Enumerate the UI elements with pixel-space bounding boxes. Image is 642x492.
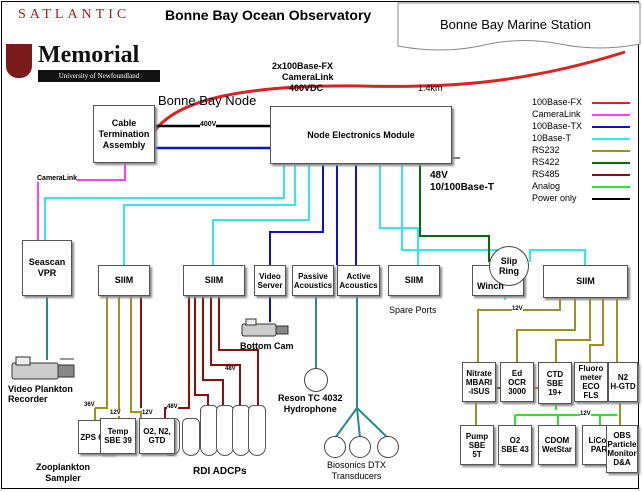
cable-label-2: CameraLink <box>282 72 334 82</box>
net-label: 10/100Base-T <box>430 182 494 193</box>
rdi-label: RDI ADCPs <box>193 466 247 477</box>
station-label: Bonne Bay Marine Station <box>440 17 592 32</box>
bottom-camera-icon <box>241 318 289 337</box>
node-title: Bonne Bay Node <box>158 93 257 108</box>
legend-item: 10Base-T <box>532 133 642 144</box>
v36-label: 36V <box>84 402 95 408</box>
adcp-cylinder <box>182 418 200 456</box>
node-electronics-module[interactable]: Node Electronics Module <box>270 106 452 164</box>
transducer-icon <box>324 436 346 458</box>
v400-label: 400V <box>200 121 217 128</box>
bottom-cam-label: Bottom Cam <box>240 341 294 351</box>
legend-item: RS485 <box>532 169 642 180</box>
fiber-cable-line <box>148 50 626 140</box>
siim-module-1[interactable]: SIIM <box>98 265 150 296</box>
transducer-icon <box>349 436 371 458</box>
video-camera-icon <box>11 356 75 380</box>
cable-label-3: 400VDC <box>289 83 324 93</box>
diagram-title: Bonne Bay Ocean Observatory <box>165 7 372 23</box>
v48-label: 48V <box>167 404 178 410</box>
hydrophone-icon <box>304 368 328 392</box>
power-label: 48V <box>430 170 448 181</box>
brand-text: SATLANTIC <box>18 7 131 22</box>
memorial-logo: Memorial University of Newfoundland <box>6 42 160 84</box>
o2-n2-gtd-sensor[interactable]: O2, N2,GTD <box>139 418 175 454</box>
v12-label: 12V <box>512 306 523 312</box>
legend-item: RS232 <box>532 145 642 156</box>
logo-name: Memorial <box>38 42 140 68</box>
v12-label: 12V <box>142 410 153 416</box>
siim-module-4[interactable]: SIIM <box>543 265 628 298</box>
v12-label: 12V <box>110 410 121 416</box>
cable-label-1: 2x100Base-FX <box>272 61 334 71</box>
logo-sub: University of Newfoundland <box>38 70 160 82</box>
legend-item: 100Base-FX <box>532 97 642 108</box>
adcp-cylinder <box>248 405 266 456</box>
crest-icon <box>6 44 32 78</box>
cable-distance: 1.4km <box>418 83 443 93</box>
siim-module-2[interactable]: SIIM <box>183 265 245 296</box>
legend-item: Analog <box>532 181 642 192</box>
spare-ports-label: Spare Ports <box>389 305 437 315</box>
siim-module-3[interactable]: SIIM <box>388 265 440 296</box>
legend-item: CameraLink <box>532 109 642 120</box>
v12-label: 12V <box>580 411 591 417</box>
legend-item: 100Base-TX <box>532 121 642 132</box>
legend-item: RS422 <box>532 157 642 168</box>
legend-item: Power only <box>532 193 642 204</box>
station-shape <box>397 2 641 51</box>
cameralink-label: CameraLink <box>37 175 78 182</box>
v48-label: 48V <box>225 366 236 372</box>
transducer-icon <box>377 436 399 458</box>
